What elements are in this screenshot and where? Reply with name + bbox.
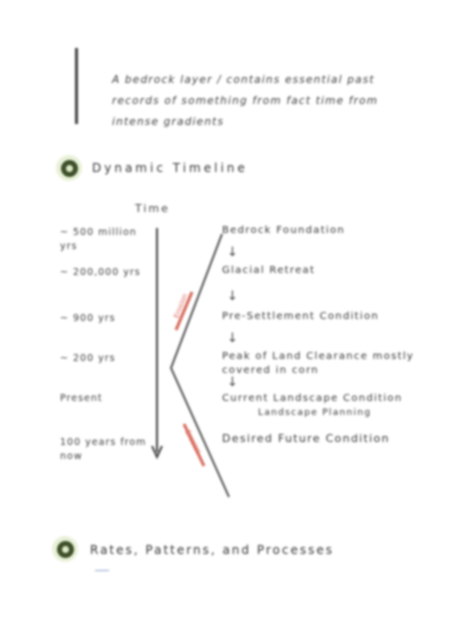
time-label: Present bbox=[60, 393, 103, 404]
timeline-step: Desired Future Condition bbox=[222, 432, 390, 445]
timeline-step: Bedrock Foundation bbox=[222, 225, 346, 236]
down-arrow-icon: ↓ bbox=[227, 375, 238, 390]
time-label: ~ 200,000 yrs bbox=[60, 267, 141, 278]
down-arrow-icon: ↓ bbox=[227, 331, 238, 346]
erosion-mark-upper bbox=[174, 291, 194, 331]
timeline-step: Landscape Planning bbox=[258, 408, 372, 418]
down-arrow-icon: ↓ bbox=[227, 289, 238, 304]
link-underline[interactable] bbox=[95, 566, 109, 571]
timeline-step: Current Landscape Condition bbox=[222, 393, 403, 404]
erosion-mark-lower bbox=[182, 423, 206, 467]
time-label: 100 years from now bbox=[60, 437, 147, 462]
time-label: ~ 200 yrs bbox=[60, 353, 116, 364]
clock-icon bbox=[52, 536, 78, 562]
timeline-chevron bbox=[169, 233, 230, 498]
timeline-step: Peak of Land Clearance mostly covered in… bbox=[222, 351, 415, 376]
time-axis-arrowhead bbox=[151, 445, 163, 460]
quote-bar bbox=[75, 48, 78, 124]
time-axis-label: Time bbox=[135, 202, 170, 215]
section-title-dynamic-timeline: Dynamic Timeline bbox=[92, 161, 248, 175]
leaf-icon bbox=[56, 155, 82, 181]
timeline-step: Pre-Settlement Condition bbox=[222, 311, 380, 322]
time-label: ~ 500 million yrs bbox=[60, 227, 137, 252]
down-arrow-icon: ↓ bbox=[227, 245, 238, 260]
quote-text: A bedrock layer / contains essential pas… bbox=[112, 74, 379, 128]
time-label: ~ 900 yrs bbox=[60, 313, 116, 324]
timeline-step: Glacial Retreat bbox=[222, 265, 316, 276]
section-title-rates-patterns: Rates, Patterns, and Processes bbox=[90, 543, 334, 557]
